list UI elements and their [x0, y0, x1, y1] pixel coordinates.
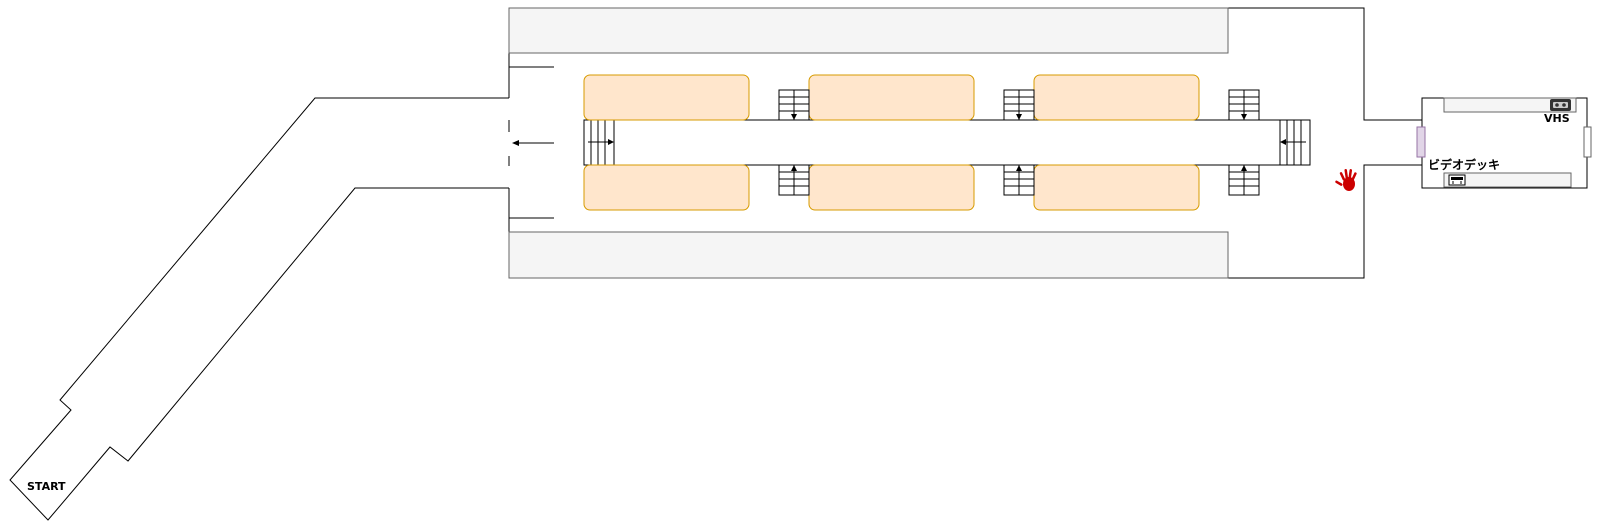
vhs-label: VHS	[1544, 112, 1570, 125]
stairs-east	[1279, 119, 1311, 166]
exit-arrow-icon	[512, 140, 554, 146]
seat-area-2	[808, 74, 975, 121]
stairs-top-3	[1228, 89, 1260, 121]
stairs-bottom-2	[1003, 164, 1035, 196]
seat-area-4	[583, 164, 750, 211]
corridor-wall-upper	[9, 97, 509, 521]
stairs-top-2	[1003, 89, 1035, 121]
side-room-shelf-bottom	[1443, 172, 1572, 188]
platform-bottom	[508, 231, 1229, 279]
start-label: START	[27, 480, 66, 493]
seat-area-5	[808, 164, 975, 211]
seat-area-1	[583, 74, 750, 121]
central-walkway	[583, 119, 1311, 166]
red-handprint-icon	[1335, 168, 1357, 191]
side-room-door-west	[1416, 126, 1426, 158]
seat-area-6	[1033, 164, 1200, 211]
platform-top	[508, 7, 1229, 54]
side-room-shelf-top	[1443, 97, 1577, 113]
stairs-bottom-3	[1228, 164, 1260, 196]
stairs-west	[583, 119, 615, 166]
stairs-bottom-1	[778, 164, 810, 196]
video-deck-label: ビデオデッキ	[1428, 157, 1500, 172]
stairs-top-1	[778, 89, 810, 121]
video-deck-icon	[1448, 174, 1466, 186]
seat-area-3	[1033, 74, 1200, 121]
vhs-tape-icon	[1550, 99, 1571, 111]
side-room-door-east	[1583, 126, 1592, 158]
